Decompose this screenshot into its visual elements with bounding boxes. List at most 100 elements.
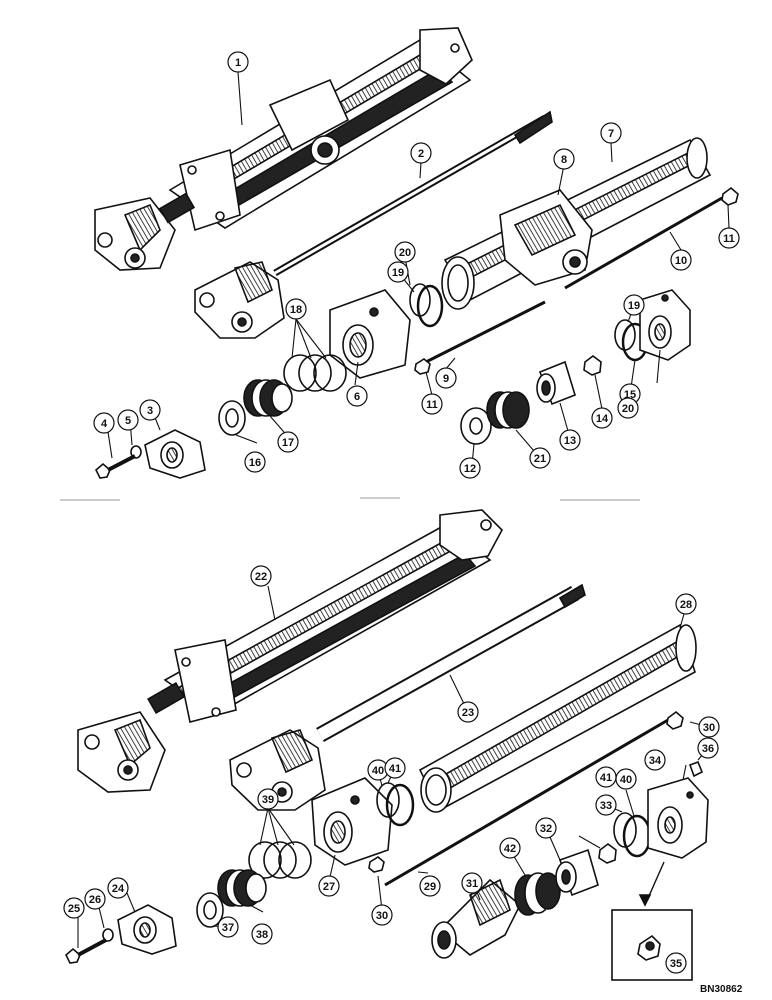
callout-label: 40 [620, 774, 632, 786]
callout-30: 30 [371, 904, 393, 926]
rear-head-6 [329, 289, 411, 379]
callout-14: 14 [591, 407, 613, 429]
nut-30b [368, 856, 385, 873]
callout-circle [499, 837, 521, 859]
callout-label: 4 [101, 418, 108, 430]
callout-3: 3 [139, 399, 161, 421]
callout-circle [600, 122, 622, 144]
packing-stack-38 [217, 869, 267, 907]
callout-27: 27 [318, 875, 340, 897]
packing-set-18 [283, 354, 347, 392]
callout-circle [435, 367, 457, 389]
callout-11: 11 [421, 393, 443, 415]
piston-12 [460, 407, 492, 445]
callout-label: 28 [680, 599, 692, 611]
callout-label: 41 [389, 763, 401, 775]
o-ring-19a [409, 283, 431, 317]
callout-label: 7 [608, 128, 614, 140]
callout-label: 19 [628, 300, 640, 312]
callout-label: 17 [282, 437, 294, 449]
callout-circle [675, 593, 697, 615]
callout-17: 17 [277, 431, 299, 453]
nut-30a [666, 710, 684, 730]
packing-stack-17 [243, 379, 293, 417]
callout-label: 10 [675, 255, 687, 267]
callout-circle [595, 794, 617, 816]
callout-label: 22 [255, 571, 267, 583]
centre-trunnion-8 [499, 189, 593, 286]
callout-2: 2 [410, 142, 432, 164]
backup-ring-20a [416, 284, 444, 328]
callout-label: 37 [222, 922, 234, 934]
callout-20: 20 [394, 241, 416, 263]
assembled-cylinder-1 [94, 27, 473, 271]
callout-circle [277, 431, 299, 453]
callout-7: 7 [600, 122, 622, 144]
bolt-25 [65, 938, 107, 964]
flange-3 [144, 429, 206, 479]
callout-circle [410, 142, 432, 164]
callout-label: 19 [392, 267, 404, 279]
callout-label: 11 [723, 233, 735, 245]
washer-37 [196, 892, 224, 928]
callout-circle [257, 788, 279, 810]
bolt-4 [95, 454, 136, 479]
callout-11: 11 [718, 227, 740, 249]
callout-circle [461, 872, 483, 894]
packing-stack-21 [486, 391, 530, 429]
callout-label: 11 [426, 399, 438, 411]
callout-circle [318, 875, 340, 897]
callout-25: 25 [63, 897, 85, 919]
callout-29: 29 [419, 875, 441, 897]
callout-39: 39 [257, 788, 279, 810]
bottom-assembly [65, 509, 709, 981]
callout-circle [117, 409, 139, 431]
callout-circle [227, 51, 249, 73]
callout-label: 38 [256, 929, 268, 941]
callout-label: 31 [466, 878, 478, 890]
callout-label: 25 [68, 903, 80, 915]
callout-38: 38 [251, 923, 273, 945]
callout-circle [559, 429, 581, 451]
callout-40: 40 [615, 768, 637, 790]
callout-32: 32 [535, 817, 557, 839]
piston-rod-2 [194, 110, 553, 339]
piston-seal-42 [514, 872, 561, 916]
callout-circle [251, 923, 273, 945]
callout-label: 35 [670, 958, 682, 970]
callout-circle [718, 227, 740, 249]
piston-ring-32 [555, 848, 599, 897]
callout-label: 14 [596, 413, 609, 425]
rear-head-27 [311, 777, 393, 866]
top-assembly [94, 27, 739, 479]
callout-circle [459, 457, 481, 479]
callout-circle [529, 447, 551, 469]
callout-30: 30 [698, 716, 720, 738]
callout-label: 5 [125, 415, 131, 427]
callout-circle [457, 701, 479, 723]
callout-18: 18 [285, 298, 307, 320]
callout-label: 20 [399, 247, 411, 259]
front-head-15 [639, 289, 691, 361]
callout-label: 30 [376, 910, 388, 922]
front-head-34 [647, 777, 709, 859]
piston-nut-33 [598, 843, 617, 864]
callout-circle [665, 952, 687, 974]
seal-41a [385, 783, 415, 827]
callout-16: 16 [244, 451, 266, 473]
reference-code: BN30862 [700, 984, 743, 995]
callout-circle [421, 393, 443, 415]
callout-label: 27 [323, 881, 335, 893]
callout-circle [644, 749, 666, 771]
callout-label: 21 [534, 453, 546, 465]
callout-label: 2 [418, 148, 424, 160]
callout-22: 22 [250, 565, 272, 587]
callout-circle [387, 261, 409, 283]
callout-31: 31 [461, 872, 483, 894]
callout-19: 19 [387, 261, 409, 283]
callout-41: 41 [595, 766, 617, 788]
callout-42: 42 [499, 837, 521, 859]
callout-circle [535, 817, 557, 839]
